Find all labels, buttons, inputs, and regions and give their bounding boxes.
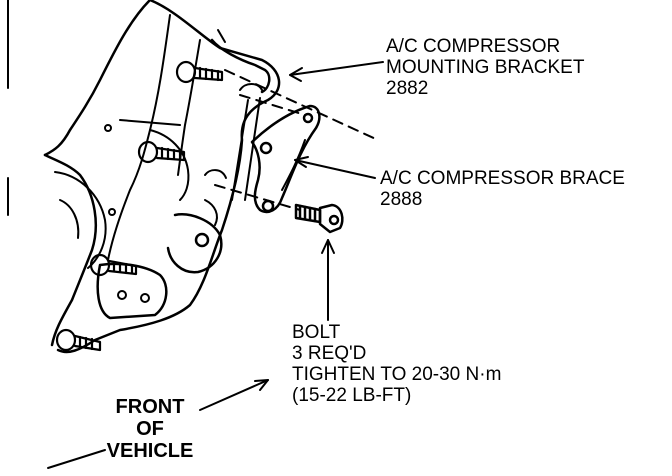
bracket-label: A/C COMPRESSOR MOUNTING BRACKET 2882 (386, 36, 584, 99)
front-label-line2: OF (136, 418, 164, 440)
bracket-label-line1: A/C COMPRESSOR (386, 36, 561, 57)
engine-studs (55, 60, 224, 352)
bolt-label-line1: BOLT (292, 322, 341, 343)
compressor-brace (250, 104, 321, 214)
bolt-label-line3: TIGHTEN TO 20-30 N·m (292, 364, 502, 385)
brace-label: A/C COMPRESSOR BRACE 2888 (380, 168, 625, 210)
bracket-label-line3: 2882 (386, 78, 429, 99)
alignment-lines (214, 69, 379, 211)
front-of-vehicle-label: FRONT OF VEHICLE (102, 396, 198, 462)
front-label-line1: FRONT (115, 396, 185, 418)
bracket-label-line2: MOUNTING BRACKET (386, 57, 585, 78)
bolt-label: BOLT 3 REQ'D TIGHTEN TO 20-30 N·m (15-22… (292, 322, 501, 406)
brace-label-line2: 2888 (380, 189, 423, 210)
brace-bolt (294, 203, 344, 234)
brace-label-line1: A/C COMPRESSOR BRACE (380, 168, 625, 189)
front-label-line3: VEHICLE (106, 440, 194, 462)
engine-block (43, 0, 281, 354)
bolt-label-line2: 3 REQ'D (292, 343, 367, 364)
bolt-label-line4: (15-22 LB-FT) (292, 385, 412, 406)
leader-arrows (47, 61, 384, 469)
